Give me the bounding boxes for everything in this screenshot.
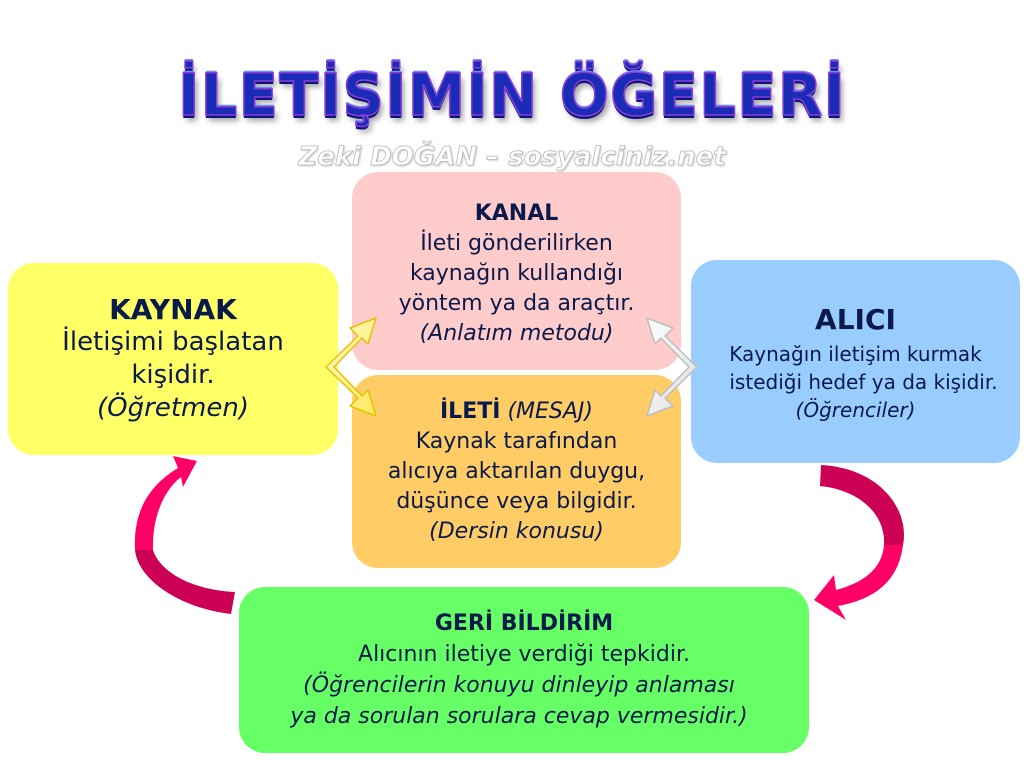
node-ileti-line: düşünce veya bilgidir. [396,488,637,514]
node-geri-bildirim-example: (Öğrencilerin konuyu dinleyip anlaması [303,673,735,698]
node-alici: ALICI Kaynağın iletişim kurmak istediği … [691,260,1020,463]
node-kanal-example: (Anlatım metodu) [419,321,614,346]
node-kanal: KANAL İleti gönderilirken kaynağın kulla… [352,172,681,370]
node-geri-bildirim-example: ya da sorulan sorulara cevap vermesidir.… [290,704,748,729]
node-kaynak-line: İletişimi başlatan [62,327,284,357]
node-geri-bildirim: GERİ BİLDİRİM Alıcının iletiye verdiği t… [239,587,809,753]
page-title: İLETİŞİMİN ÖĞELERİ [177,61,847,129]
node-kaynak: KAYNAK İletişimi başlatan kişidir. (Öğre… [8,263,338,455]
node-kanal-heading: KANAL [474,201,559,226]
curved-arrow-geri-bildirim-to-kaynak-icon [134,456,235,614]
node-alici-heading: ALICI [815,302,896,336]
node-geri-bildirim-line: Alıcının iletiye verdiği tepkidir. [358,642,690,667]
node-ileti-heading: İLETİ [440,398,501,424]
curved-arrow-alici-to-geri-bildirim-icon [814,465,905,620]
node-kaynak-heading: KAYNAK [109,293,237,326]
author-credit: Zeki DOĞAN – sosyalciniz.net [298,142,726,172]
node-alici-line: Kaynağın iletişim kurmak [729,341,982,366]
node-ileti-example: (Dersin konusu) [429,518,604,544]
node-ileti-heading-note: (MESAJ) [507,398,593,424]
node-alici-line: istediği hedef ya da kişidir. [729,369,998,394]
node-kanal-line: İleti gönderilirken [420,231,613,256]
node-kaynak-line: kişidir. [131,360,215,390]
node-kaynak-example: (Öğretmen) [97,393,249,423]
node-ileti: İLETİ (MESAJ) Kaynak tarafından alıcıya … [352,375,681,568]
node-kanal-line: yöntem ya da araçtır. [398,291,635,316]
node-geri-bildirim-heading: GERİ BİLDİRİM [434,611,614,636]
node-alici-example: (Öğrenciler) [795,397,916,422]
node-kanal-line: kaynağın kullandığı [409,261,624,286]
node-ileti-line: alıcıya aktarılan duygu, [387,458,646,484]
node-ileti-line: Kaynak tarafından [415,428,618,454]
node-ileti-heading-row: İLETİ (MESAJ) [440,397,593,427]
